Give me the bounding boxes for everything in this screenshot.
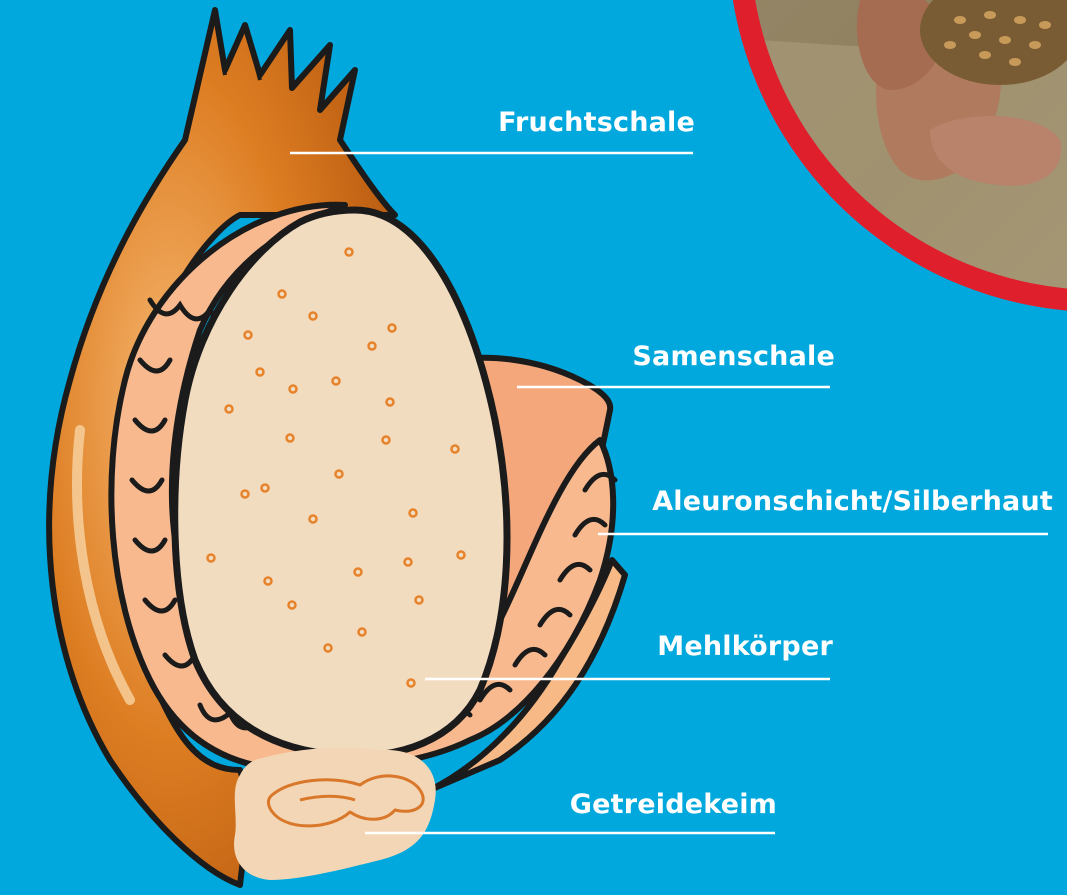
label-endosperm: Mehlkörper: [657, 632, 833, 662]
wheat-hands-photo: [700, 0, 1067, 380]
label-seed-coat: Samenschale: [632, 342, 835, 372]
germ: [234, 748, 436, 880]
label-fruit-shell: Fruchtschale: [498, 108, 695, 138]
label-aleurone: Aleuronschicht/Silberhaut: [652, 487, 1053, 517]
label-germ: Getreidekeim: [570, 790, 777, 820]
